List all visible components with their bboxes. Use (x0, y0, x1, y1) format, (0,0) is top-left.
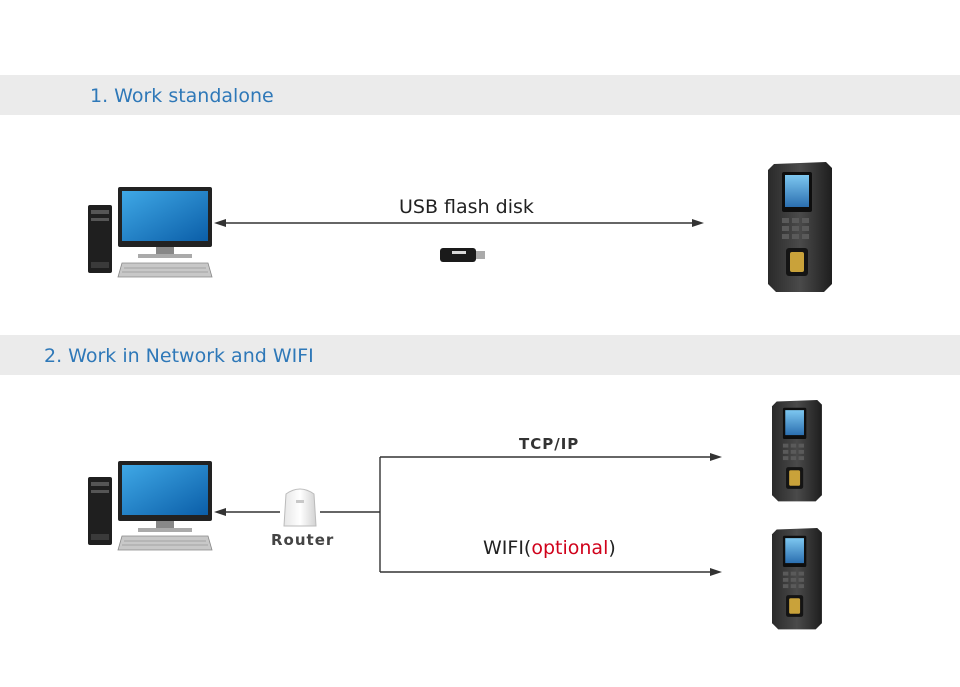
computer-icon (88, 187, 213, 278)
usb-link-arrow (214, 219, 704, 227)
usb-stick-icon (440, 248, 485, 262)
wifi-label-prefix: WIFI( (483, 537, 532, 559)
usb-flash-disk-label: USB flash disk (399, 196, 534, 218)
section-title-standalone: 1. Work standalone (90, 85, 274, 107)
wifi-arrow (380, 568, 722, 576)
attendance-terminal-icon (772, 400, 822, 502)
computer-icon (88, 461, 213, 551)
section-title-network: 2. Work in Network and WIFI (44, 345, 314, 367)
tcpip-arrow (380, 453, 722, 461)
router-icon (283, 488, 317, 527)
router-to-computer-arrow (214, 508, 280, 516)
wifi-label-suffix: ) (608, 537, 616, 559)
wifi-label-optional: optional (531, 537, 609, 559)
router-label: Router (271, 531, 335, 549)
section-band-network (0, 335, 960, 375)
attendance-terminal-icon (768, 162, 832, 292)
attendance-terminal-icon (772, 528, 822, 630)
wifi-label: WIFI(optional) (483, 537, 616, 559)
section-band-standalone (0, 75, 960, 115)
tcpip-label: TCP/IP (519, 435, 580, 453)
